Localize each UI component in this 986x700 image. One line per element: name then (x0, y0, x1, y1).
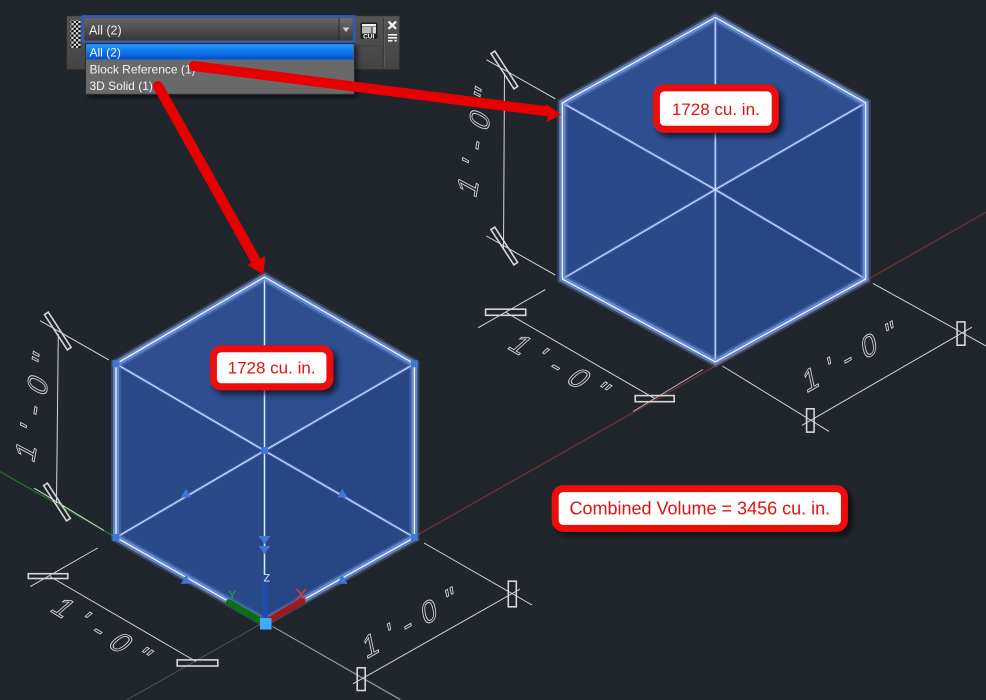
svg-text:1728 cu. in.: 1728 cu. in. (228, 359, 316, 378)
svg-text:Combined Volume = 3456 cu. in.: Combined Volume = 3456 cu. in. (569, 499, 830, 519)
svg-text:Z: Z (264, 573, 271, 585)
svg-text:All (2): All (2) (89, 24, 122, 38)
svg-text:1728 cu. in.: 1728 cu. in. (672, 100, 760, 119)
svg-text:Block Reference (1): Block Reference (1) (90, 62, 196, 76)
svg-text:All (2): All (2) (90, 45, 121, 59)
svg-text:CUI: CUI (363, 34, 374, 41)
svg-text:3D Solid (1): 3D Solid (1) (90, 79, 153, 93)
svg-text:Y: Y (229, 590, 237, 602)
